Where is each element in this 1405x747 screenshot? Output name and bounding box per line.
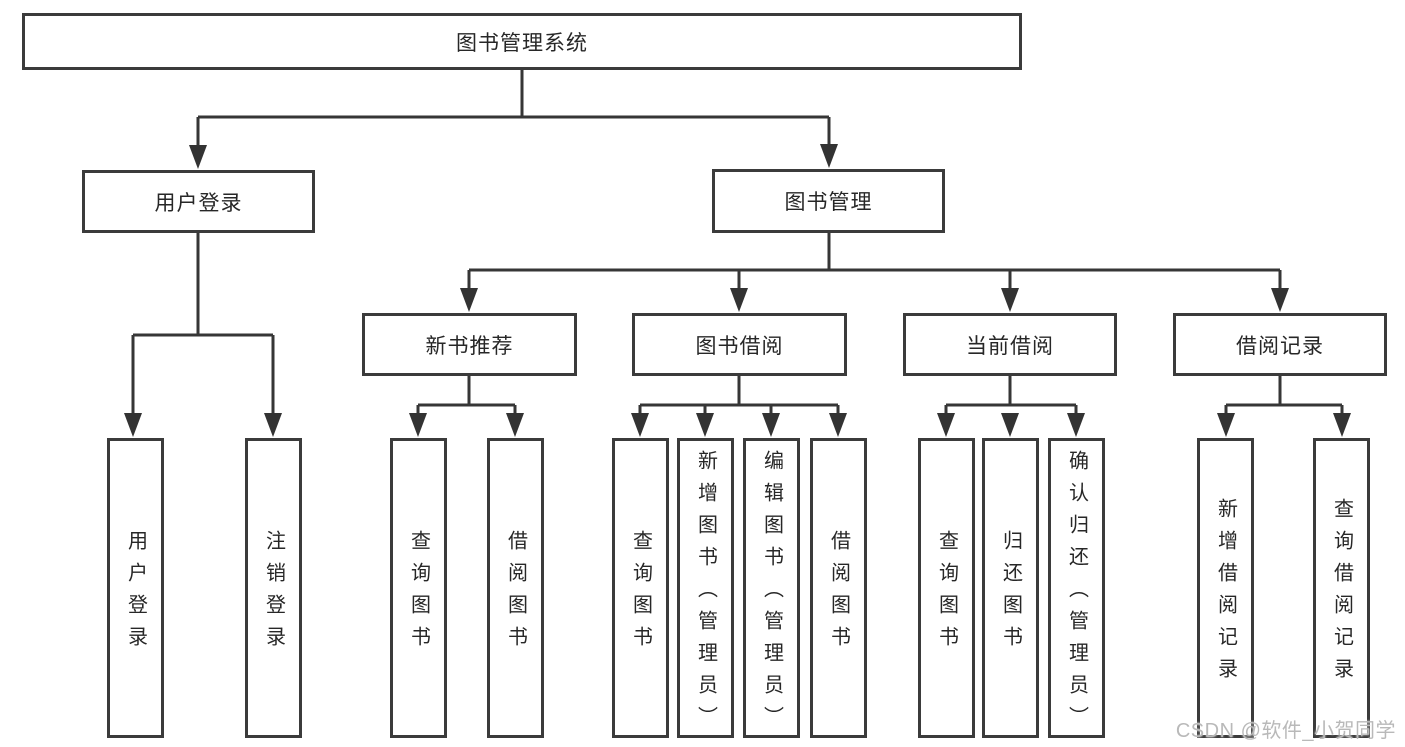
node-label: 用户登录 xyxy=(154,191,243,215)
arrow-down-icon xyxy=(937,413,955,437)
leaf-query-book-current: 查询图书 xyxy=(918,438,975,738)
leaf-query-borrow-record: 查询借阅记录 xyxy=(1313,438,1370,738)
node-label: 确认归还（管理员） xyxy=(1065,450,1088,738)
leaf-add-book-admin: 新增图书（管理员） xyxy=(677,438,734,738)
arrow-down-icon xyxy=(1271,288,1289,312)
arrow-down-icon xyxy=(264,413,282,437)
arrow-down-icon xyxy=(820,144,838,168)
leaf-borrow-book-recommend: 借阅图书 xyxy=(487,438,544,738)
node-label: 注销登录 xyxy=(262,530,285,658)
node-label: 查询图书 xyxy=(935,530,958,658)
arrow-down-icon xyxy=(124,413,142,437)
node-user-login: 用户登录 xyxy=(82,170,315,233)
leaf-user-login: 用户登录 xyxy=(107,438,164,738)
node-current-borrowing: 当前借阅 xyxy=(903,313,1117,376)
node-label: 查询借阅记录 xyxy=(1330,498,1353,690)
node-label: 新增图书（管理员） xyxy=(694,450,717,738)
arrow-down-icon xyxy=(460,288,478,312)
node-label: 当前借阅 xyxy=(966,334,1054,358)
node-label: 查询图书 xyxy=(407,530,430,658)
node-label: 新书推荐 xyxy=(425,334,514,358)
node-label: 借阅图书 xyxy=(827,530,850,658)
node-borrowing-records: 借阅记录 xyxy=(1173,313,1387,376)
arrow-down-icon xyxy=(1067,413,1085,437)
arrow-down-icon xyxy=(189,145,207,169)
csdn-watermark: CSDN @软件_小贺同学 xyxy=(1175,720,1396,742)
arrow-down-icon xyxy=(1001,413,1019,437)
arrow-down-icon xyxy=(1001,288,1019,312)
leaf-query-book-recommend: 查询图书 xyxy=(390,438,447,738)
node-book-borrowing: 图书借阅 xyxy=(632,313,847,376)
arrow-down-icon xyxy=(1217,413,1235,437)
arrow-down-icon xyxy=(829,413,847,437)
arrow-down-icon xyxy=(506,413,524,437)
node-label: 用户登录 xyxy=(124,530,147,658)
node-label: 图书借阅 xyxy=(695,334,784,358)
node-label: 新增借阅记录 xyxy=(1214,498,1237,690)
node-book-management: 图书管理 xyxy=(712,169,945,233)
node-label: 借阅图书 xyxy=(504,530,527,658)
node-label: 查询图书 xyxy=(629,530,652,658)
leaf-add-borrow-record: 新增借阅记录 xyxy=(1197,438,1254,738)
node-new-book-recommend: 新书推荐 xyxy=(362,313,577,376)
leaf-edit-book-admin: 编辑图书（管理员） xyxy=(743,438,800,738)
leaf-query-book-borrowing: 查询图书 xyxy=(612,438,669,738)
arrow-down-icon xyxy=(696,413,714,437)
node-label: 归还图书 xyxy=(999,530,1022,658)
node-label: 图书管理 xyxy=(784,191,873,214)
node-label: 编辑图书（管理员） xyxy=(760,450,783,738)
leaf-confirm-return-admin: 确认归还（管理员） xyxy=(1048,438,1105,738)
node-label: 借阅记录 xyxy=(1236,334,1324,358)
arrow-down-icon xyxy=(730,288,748,312)
leaf-return-book: 归还图书 xyxy=(982,438,1039,738)
node-root-system: 图书管理系统 xyxy=(22,13,1022,70)
leaf-borrow-book: 借阅图书 xyxy=(810,438,867,738)
leaf-logout: 注销登录 xyxy=(245,438,302,738)
arrow-down-icon xyxy=(409,413,427,437)
arrow-down-icon xyxy=(762,413,780,437)
arrow-down-icon xyxy=(1333,413,1351,437)
node-label: 图书管理系统 xyxy=(456,31,588,55)
arrow-down-icon xyxy=(631,413,649,437)
